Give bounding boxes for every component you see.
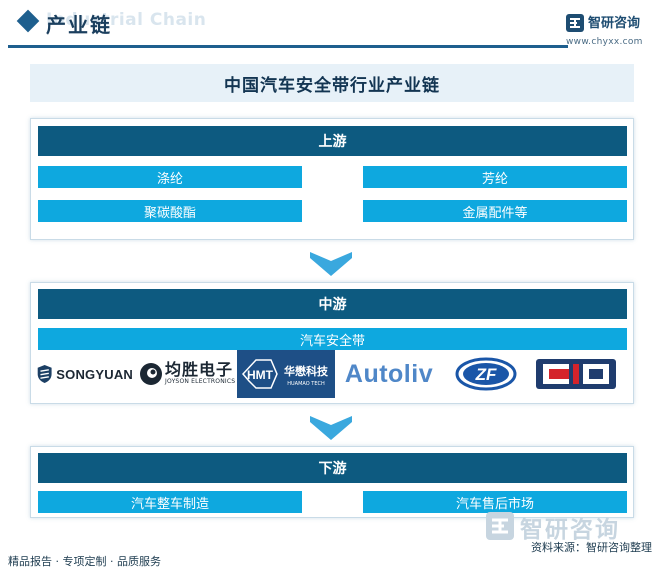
upstream-panel: 上游 涤纶 芳纶 聚碳酸酯 金属配件等 — [30, 118, 634, 240]
songyuan-logo-text: SONGYUAN — [56, 366, 133, 382]
joyson-logo-cn: 均胜电子 — [165, 360, 234, 379]
kss-logo — [533, 350, 619, 398]
downstream-item-aftermarket: 汽车售后市场 — [363, 491, 627, 513]
autoliv-logo-text: Autoliv — [344, 359, 434, 388]
joyson-logo-en: JOYSON ELECTRONICS — [165, 378, 236, 385]
header: Industrial Chain 产业链 智研咨询 www.chyxx.com — [0, 0, 666, 48]
autoliv-logo: Autoliv — [343, 350, 435, 398]
upstream-item-polycarbonate: 聚碳酸酯 — [38, 200, 302, 222]
page-title: 产业链 — [46, 13, 112, 37]
arrow-down-icon — [310, 252, 352, 276]
midstream-header: 中游 — [38, 289, 627, 319]
brand-logo-icon — [566, 14, 584, 32]
hmt-logo-abbr: HMT — [247, 368, 274, 382]
joyson-logo: 均胜电子 JOYSON ELECTRONICS — [139, 350, 235, 398]
midstream-item-seatbelt: 汽车安全带 — [38, 328, 627, 350]
downstream-header: 下游 — [38, 453, 627, 483]
arrow-down-icon — [310, 416, 352, 440]
kss-logo-graphic — [536, 359, 616, 389]
songyuan-shield-icon — [37, 364, 52, 384]
source-note: 资料来源：智研咨询整理 — [531, 541, 652, 554]
upstream-item-metal-parts: 金属配件等 — [363, 200, 627, 222]
upstream-item-polyester: 涤纶 — [38, 166, 302, 188]
downstream-item-vehicle-manufacturing: 汽车整车制造 — [38, 491, 302, 513]
footer-slogan: 精品报告 · 专项定制 · 品质服务 — [8, 555, 161, 568]
upstream-item-aramid: 芳纶 — [363, 166, 627, 188]
brand-url: www.chyxx.com — [566, 37, 643, 47]
hmt-logo-graphic: HMT 华懋科技 HUAMAO TECH — [241, 359, 329, 389]
zf-logo: ZF — [454, 350, 518, 398]
header-divider — [8, 45, 568, 48]
joyson-mark-icon — [140, 363, 162, 385]
zf-logo-text: ZF — [475, 365, 497, 384]
downstream-panel: 下游 汽车整车制造 汽车售后市场 — [30, 446, 634, 518]
diagram-title: 中国汽车安全带行业产业链 — [224, 75, 440, 96]
main-title-band: 中国汽车安全带行业产业链 — [30, 64, 634, 102]
brand-name: 智研咨询 — [588, 16, 641, 31]
songyuan-logo: SONGYUAN — [37, 350, 133, 398]
watermark-logo-icon — [486, 512, 514, 540]
hmt-logo: HMT 华懋科技 HUAMAO TECH — [237, 350, 335, 398]
brand: 智研咨询 www.chyxx.com — [566, 12, 652, 48]
hmt-logo-en: HUAMAO TECH — [287, 381, 325, 387]
watermark-text: 智研咨询 — [520, 517, 620, 543]
diamond-icon — [16, 9, 40, 33]
zf-logo-graphic: ZF — [455, 357, 517, 391]
hmt-logo-cn: 华懋科技 — [284, 364, 329, 378]
footer-watermark: 智研咨询 — [464, 508, 654, 544]
header-background-text: Industrial Chain — [46, 10, 207, 30]
upstream-header: 上游 — [38, 126, 627, 156]
